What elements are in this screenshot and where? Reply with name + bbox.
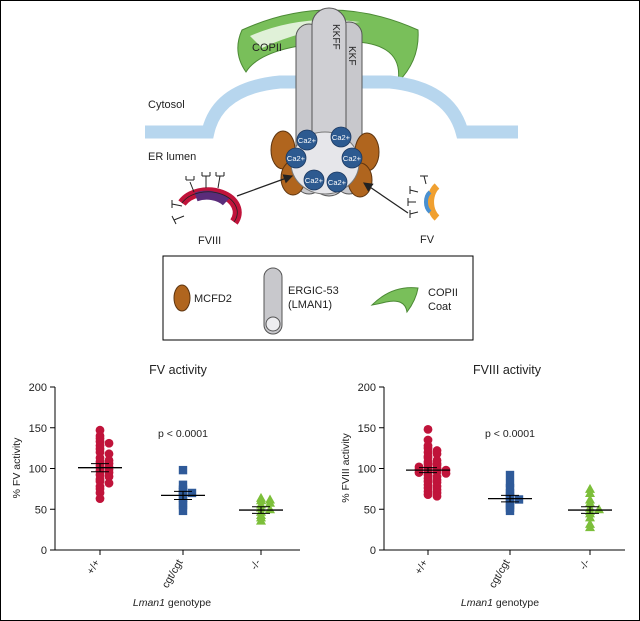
data-point (95, 494, 105, 504)
data-point (104, 449, 114, 459)
mcfd2-legend-label: MCFD2 (194, 293, 232, 305)
ergic-legend-label-2: (LMAN1) (288, 299, 332, 311)
data-point (187, 488, 197, 498)
fviii-glycans (171, 172, 225, 225)
calcium-ion (285, 147, 307, 169)
data-point (178, 500, 188, 510)
x-axis-label-rest: genotype (493, 597, 539, 609)
y-tick-label: 200 (29, 382, 47, 394)
calcium-ion (326, 171, 348, 193)
data-point (432, 449, 442, 459)
data-point (585, 497, 595, 507)
fv-molecule: FV (407, 175, 440, 246)
data-point (594, 504, 604, 514)
legend-frame (162, 255, 474, 341)
data-point (505, 470, 515, 480)
calcium-ion (303, 169, 325, 191)
fviii-molecule: FVIII (171, 172, 242, 247)
data-point (585, 522, 595, 532)
p-value-annotation: p < 0.0001 (485, 428, 535, 440)
ergic-legend-lumen (265, 316, 281, 332)
kkff-label: KKFF (330, 24, 341, 50)
legend-box: MCFD2 ERGIC-53 (LMAN1) COPII Coat (162, 255, 474, 341)
schematic: COPII Cytosol ER lumen KKFF KKF Ca2+Ca2+… (145, 7, 518, 247)
y-tick-label: 100 (29, 464, 47, 476)
data-point (423, 490, 433, 499)
fviii-label: FVIII (198, 235, 221, 247)
data-point (178, 480, 188, 489)
fv-label: FV (420, 234, 435, 246)
data-point (265, 497, 275, 507)
y-tick-label: 200 (358, 382, 376, 394)
calcium-ion-label: Ca2+ (305, 176, 324, 185)
data-point (265, 504, 275, 514)
calcium-ion-label: Ca2+ (328, 178, 347, 187)
y-tick-label: 50 (35, 504, 47, 516)
copii-legend-icon (370, 287, 419, 314)
x-axis-label: Lman1 genotype (461, 597, 539, 609)
data-point (505, 483, 515, 493)
y-tick-label: 0 (41, 545, 47, 557)
fviii-activity-chart: FVIII activity % FVIII activity p < 0.00… (340, 363, 625, 609)
chart-title: FVIII activity (473, 363, 542, 377)
x-axis-label-gene: Lman1 (461, 597, 493, 609)
x-axis-label: Lman1 genotype (133, 597, 211, 609)
kkff-label-partial: KKF (346, 46, 357, 65)
data-point (432, 491, 442, 501)
calcium-ion-label: Ca2+ (298, 136, 317, 145)
chart-title: FV activity (149, 363, 207, 377)
fv-blue-domain (424, 190, 432, 214)
data-point (505, 478, 515, 488)
data-point (423, 424, 433, 434)
fviii-purple-domain (194, 190, 230, 206)
y-axis-label: % FV activity (11, 437, 23, 498)
copii-legend-label-1: COPII (428, 287, 458, 299)
y-tick-label: 150 (358, 423, 376, 435)
fv-orange-domain (427, 183, 440, 221)
x-axis-label-rest: genotype (165, 597, 211, 609)
x-axis-label-gene: Lman1 (133, 597, 165, 609)
ergic-legend-label-1: ERGIC-53 (288, 285, 339, 297)
data-point (514, 495, 524, 504)
fv-glycans (407, 175, 428, 218)
fviii-outline (181, 191, 238, 223)
y-axis-label: % FVIII activity (340, 433, 352, 503)
calcium-ion (330, 126, 352, 148)
data-point (178, 465, 188, 475)
p-value-annotation: p < 0.0001 (158, 428, 208, 440)
data-point (104, 438, 114, 448)
er-lumen-label: ER lumen (148, 151, 196, 163)
calcium-ion-label: Ca2+ (332, 133, 351, 142)
data-point (178, 506, 188, 516)
calcium-ion (341, 147, 363, 169)
y-tick-label: 0 (370, 545, 376, 557)
y-tick-label: 50 (364, 504, 376, 516)
calcium-ion-label: Ca2+ (343, 154, 362, 163)
data-point (256, 515, 266, 525)
data-point (585, 487, 595, 497)
copii-highlight (250, 19, 360, 48)
copii-legend-label-2: Coat (428, 301, 451, 313)
calcium-ions: Ca2+ Ca2+ Ca2+ Ca2+ Ca2+ Ca2+ (285, 126, 363, 193)
cytosol-label: Cytosol (148, 99, 185, 111)
data-point (104, 478, 114, 488)
data-point (505, 506, 515, 516)
copii-label: COPII (252, 42, 282, 54)
y-tick-label: 100 (358, 464, 376, 476)
calcium-ion-label: Ca2+ (287, 154, 306, 163)
fv-arrow (363, 182, 409, 214)
fviii-arrow (236, 174, 294, 197)
er-membrane (145, 75, 518, 139)
y-tick-label: 150 (29, 423, 47, 435)
mcfd2-legend-icon (173, 284, 191, 312)
calcium-ion (296, 129, 318, 151)
ergic-legend-icon (263, 267, 283, 335)
data-point (104, 472, 114, 482)
data-point (441, 468, 451, 478)
data-point (585, 512, 595, 522)
